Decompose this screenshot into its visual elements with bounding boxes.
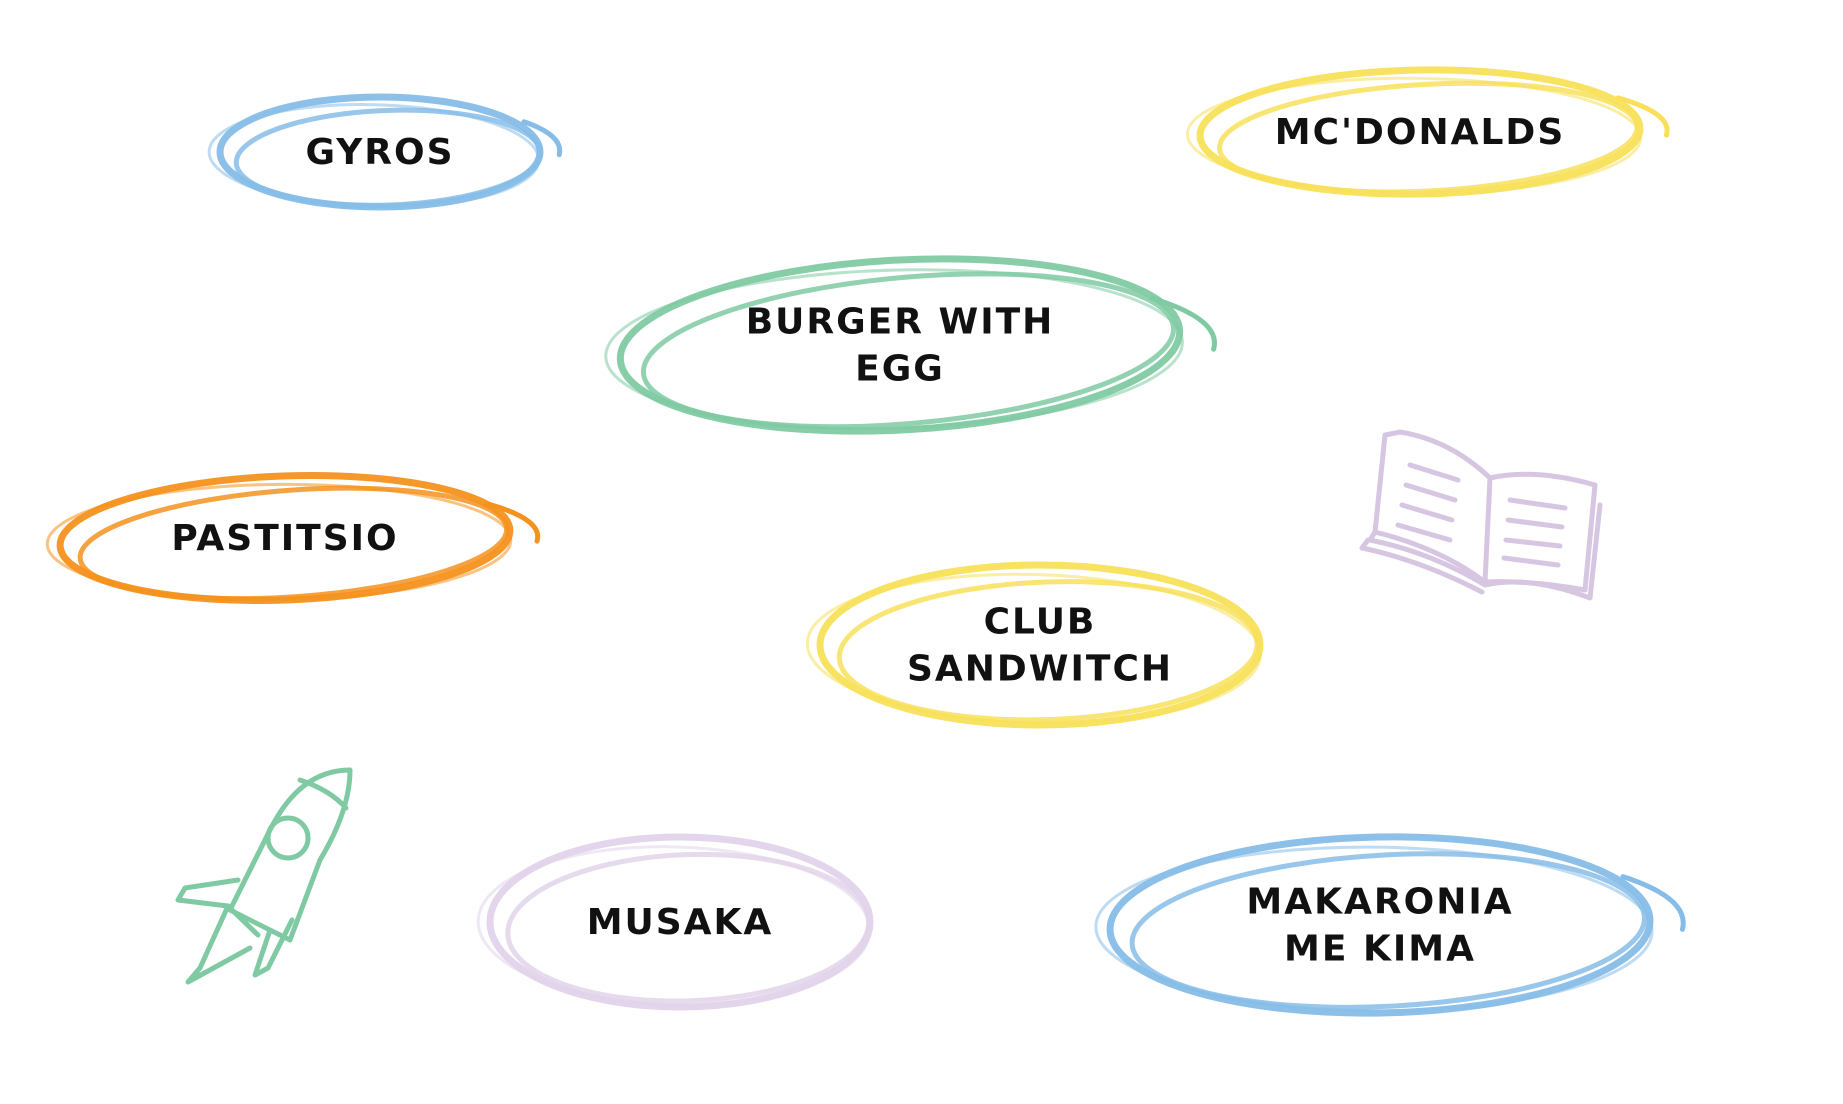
- bubble-pastitsio: PASTITSIO: [45, 472, 541, 604]
- bubble-tail-stroke: [1149, 295, 1217, 352]
- bubble-tail-stroke: [485, 501, 541, 544]
- bubble-label-burger: EGG: [855, 349, 945, 390]
- bubble-club: CLUB SANDWITCH: [805, 561, 1264, 729]
- bubble-label-makaronia: ME KIMA: [1284, 929, 1476, 970]
- bubble-label-gyros: GYROS: [305, 132, 454, 173]
- bubble-outline-stroke: [1094, 845, 1654, 1013]
- bubble-outline-stroke: [1129, 851, 1647, 1010]
- bubble-outline-stroke: [476, 845, 872, 1007]
- bubble-outline-stroke: [207, 103, 541, 209]
- rocket-icon: [175, 767, 353, 985]
- bubble-tail-stroke: [1615, 95, 1670, 138]
- bubble-label-club: CLUB: [984, 602, 1097, 643]
- open-book-icon: [1359, 429, 1603, 601]
- bubble-label-mcdonalds: MC'DONALDS: [1275, 112, 1566, 153]
- bubble-label-burger: BURGER WITH: [746, 302, 1055, 343]
- bubble-outline-stroke: [805, 572, 1262, 725]
- bubble-tail-stroke: [1620, 874, 1686, 932]
- bubble-outline-stroke: [604, 268, 1184, 431]
- bubble-label-club: SANDWITCH: [907, 649, 1173, 690]
- bubble-gyros: GYROS: [207, 93, 563, 211]
- bubbles-layer: GYROS MC'DONALDS BURGER WITH EGG PASTITSIO CL…: [45, 66, 1686, 1017]
- bubble-outline-stroke: [45, 482, 513, 602]
- bubble-outline-stroke: [640, 271, 1177, 430]
- bubble-label-makaronia: MAKARONIA: [1246, 882, 1513, 923]
- bubble-tail-stroke: [521, 119, 563, 158]
- bubble-outline-stroke: [233, 107, 543, 208]
- bubble-burger: BURGER WITH EGG: [604, 255, 1217, 435]
- bubble-outline-stroke: [1185, 76, 1643, 196]
- bubble-makaronia: MAKARONIA ME KIMA: [1094, 833, 1686, 1017]
- bubble-label-musaka: MUSAKA: [587, 902, 774, 943]
- bubble-mcdonalds: MC'DONALDS: [1185, 66, 1670, 198]
- bubble-label-pastitsio: PASTITSIO: [171, 518, 398, 559]
- bubble-musaka: MUSAKA: [476, 833, 874, 1011]
